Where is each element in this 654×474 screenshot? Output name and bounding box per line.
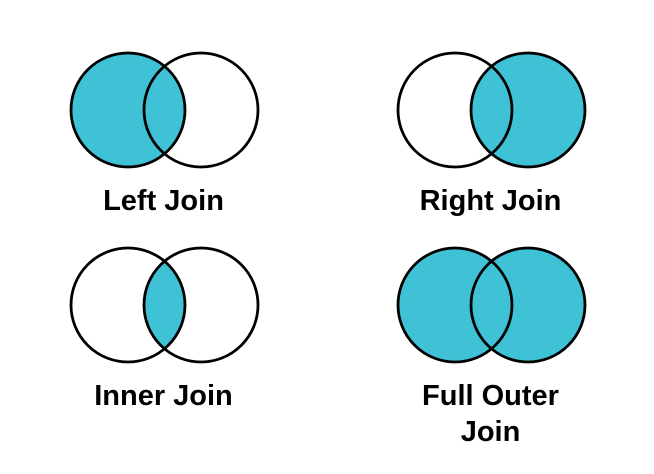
venn-diagram-inner-join: Inner Join	[0, 237, 327, 474]
left-circle-outline	[69, 246, 186, 364]
left-circle-outline	[396, 246, 513, 364]
intersection-region	[143, 261, 185, 349]
venn-diagram-right-join: Right Join	[327, 0, 654, 237]
right-circle-outline	[142, 51, 259, 169]
diagram-label-right-join: Right Join	[419, 185, 562, 217]
diagram-label-left-join: Left Join	[103, 185, 224, 217]
left-circle-outline	[396, 51, 513, 169]
right-circle-outline	[469, 246, 586, 364]
intersection-region	[143, 66, 185, 154]
venn-graphic-inner-join	[69, 246, 259, 364]
diagram-label-inner-join: Inner Join	[94, 380, 233, 412]
right-circle-outline	[469, 51, 586, 169]
venn-graphic-right-join	[396, 51, 586, 169]
diagram-label-full-outer-join: Full Outer Join	[422, 380, 559, 449]
venn-diagram-left-join: Left Join	[0, 0, 327, 237]
venn-diagram-full-outer-join: Full Outer Join	[327, 237, 654, 474]
venn-graphic-full-outer-join	[396, 246, 586, 364]
intersection-region	[470, 66, 512, 154]
intersection-region	[470, 261, 512, 349]
right-circle-outline	[142, 246, 259, 364]
venn-graphic-left-join	[69, 51, 259, 169]
left-circle-outline	[69, 51, 186, 169]
